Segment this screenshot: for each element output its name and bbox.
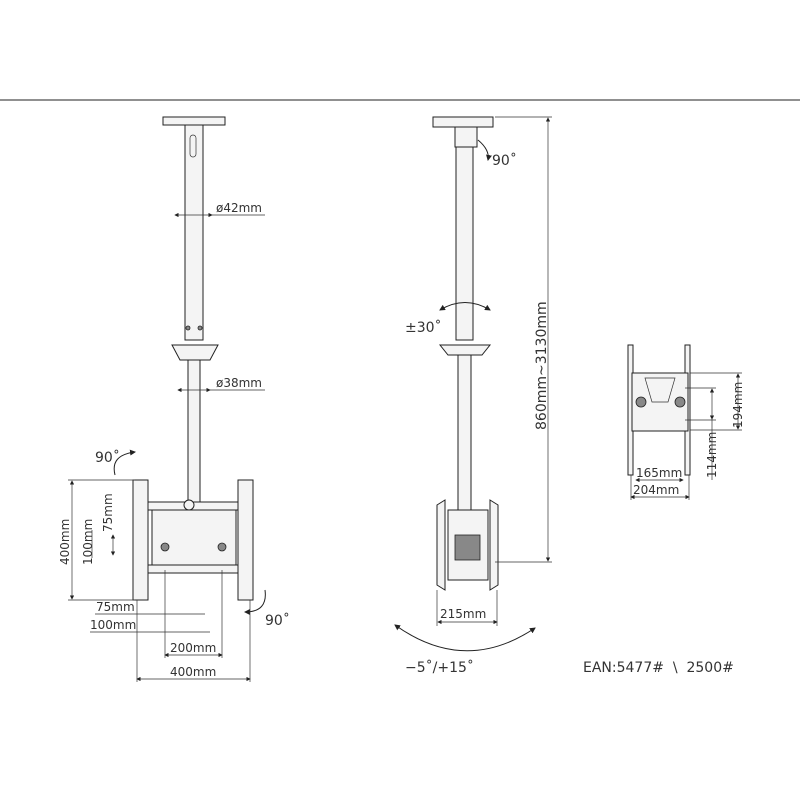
left-rail [132, 479, 149, 601]
lower-pole [187, 359, 201, 506]
vertical-400-label: 400mm [58, 519, 72, 565]
rotation-bottom-label: 90˚ [265, 612, 290, 629]
vertical-75-label: 75mm [101, 493, 115, 532]
ean-label: EAN:5477# \ 2500# [583, 660, 734, 676]
detail-view: 194mm 114mm 165mm 204mm [627, 344, 745, 500]
horizontal-75-label: 75mm [96, 600, 135, 614]
ceiling-plate [162, 116, 226, 126]
front-view: ø42mm ø38mm 90˚ 90˚ 400mm 75mm 100mm 75m… [58, 116, 290, 682]
side-rotation-label: 90˚ [492, 152, 517, 169]
width-165-label: 165mm [636, 466, 682, 480]
height-114-label: 114mm [705, 432, 719, 478]
vesa-plate [151, 509, 237, 566]
horizontal-100-label: 100mm [90, 618, 136, 632]
height-194-label: 194mm [731, 382, 745, 428]
horizontal-200-label: 200mm [170, 641, 216, 655]
side-view: 90˚ ±30˚ 860mm~3130mm 215mm −5˚/+15˚ [394, 116, 552, 676]
width-204-label: 204mm [633, 483, 679, 497]
vertical-100-label: 100mm [81, 519, 95, 565]
horizontal-400-label: 400mm [170, 665, 216, 679]
right-rail [237, 479, 254, 601]
upper-pole [184, 124, 204, 341]
height-range-label: 860mm~3130mm [534, 301, 550, 430]
upper-diameter-label: ø42mm [216, 201, 262, 215]
tilt-label: −5˚/+15˚ [405, 659, 474, 676]
middle-plate [171, 344, 219, 361]
lower-diameter-label: ø38mm [216, 376, 262, 390]
rotation-top-label: 90˚ [95, 449, 120, 466]
width-label: 215mm [440, 607, 486, 621]
swivel-label: ±30˚ [405, 319, 442, 336]
